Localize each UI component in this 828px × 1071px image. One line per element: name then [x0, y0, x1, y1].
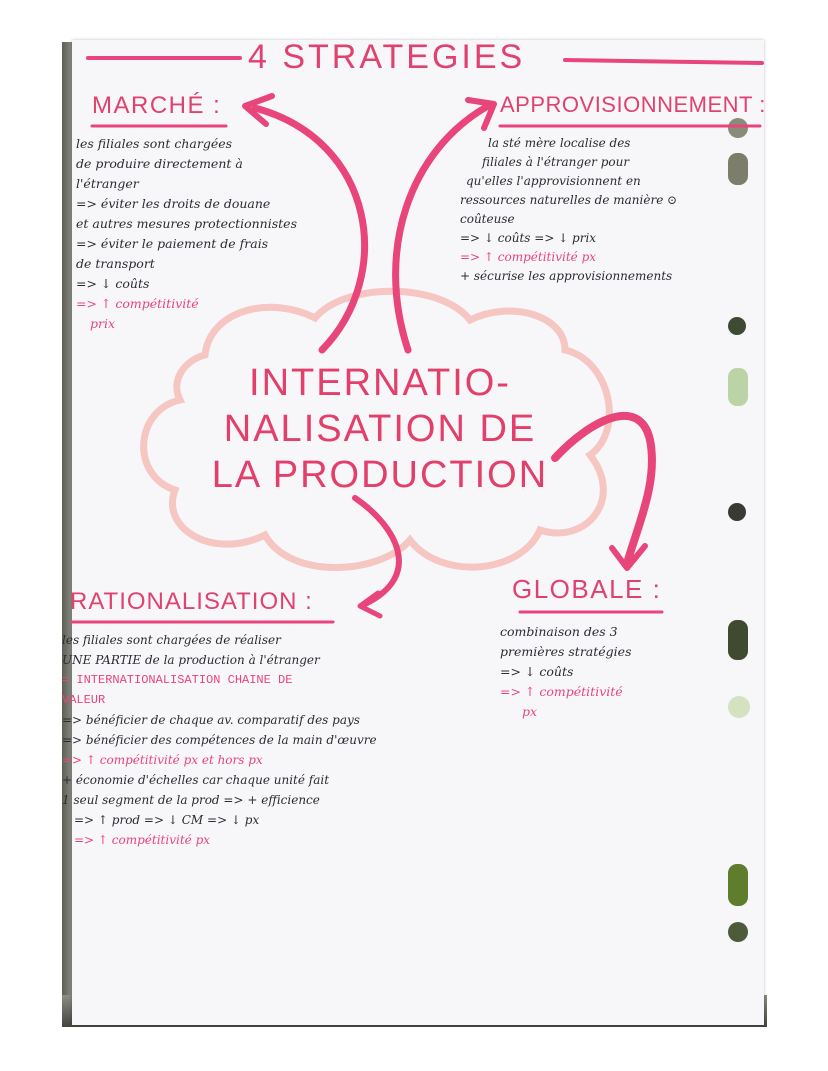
page-title: 4 STRATEGIES [248, 38, 526, 76]
note-highlight: = INTERNATIONALISATION CHAINE DE [62, 673, 293, 687]
note-line: coûteuse [460, 212, 515, 226]
note-line: premières stratégies [500, 644, 632, 659]
binder-hole [728, 696, 750, 718]
note-line: => bénéficier des compétences de la main… [62, 733, 377, 747]
binder-hole [728, 153, 748, 185]
note-line: UNE PARTIE de la production à l'étranger [62, 653, 320, 667]
binder-hole [728, 620, 748, 660]
note-highlight: => ↑ compétitivité [500, 684, 623, 699]
central-topic-line: LA PRODUCTION [211, 454, 549, 496]
rationalisation-notes: les filiales sont chargées de réaliser U… [62, 630, 377, 850]
note-line: => ↑ prod => ↓ CM => ↓ px [74, 813, 260, 827]
note-line: et autres mesures protectionnistes [76, 216, 297, 231]
binder-hole [728, 368, 748, 406]
note-line: => ↓ coûts => ↓ prix [460, 231, 597, 245]
binder-hole [728, 118, 748, 138]
note-line: => ↓ coûts [76, 276, 150, 291]
globale-notes: combinaison des 3 premières stratégies =… [500, 622, 631, 722]
globale-heading: GLOBALE : [512, 574, 662, 604]
note-line: de produire directement à [76, 156, 243, 171]
approvisionnement-heading: APPROVISIONNEMENT : [500, 92, 766, 117]
note-line: qu'elles l'approvisionnent en [466, 174, 641, 188]
note-highlight: VALEUR [62, 693, 106, 707]
note-line: combinaison des 3 [500, 624, 618, 639]
binder-hole [728, 864, 748, 906]
central-topic-line: INTERNATIO- [249, 362, 511, 404]
binder-hole [728, 922, 748, 942]
note-highlight: => ↑ compétitivité [76, 296, 199, 311]
note-line: + sécurise les approvisionnements [460, 269, 673, 283]
note-highlight: prix [90, 316, 116, 331]
central-topic: INTERNATIO- NALISATION DE LA PRODUCTION [170, 360, 590, 498]
note-line: => bénéficier de chaque av. comparatif d… [62, 713, 360, 727]
note-highlight: => ↑ compétitivité px et hors px [62, 753, 263, 767]
note-line: de transport [76, 256, 155, 271]
note-line: filiales à l'étranger pour [482, 155, 630, 169]
approvisionnement-notes: la sté mère localise des filiales à l'ét… [460, 134, 677, 286]
binder-hole [728, 503, 746, 521]
note-line: => éviter les droits de douane [76, 196, 271, 211]
marche-notes: les filiales sont chargées de produire d… [76, 134, 297, 334]
note-line: => éviter le paiement de frais [76, 236, 269, 251]
central-topic-line: NALISATION DE [223, 408, 537, 450]
rationalisation-heading: RATIONALISATION : [70, 588, 313, 615]
cloud-shape [140, 287, 613, 571]
note-line: l'étranger [76, 176, 139, 191]
note-line: ressources naturelles de manière ⊙ [460, 193, 678, 207]
binder-hole [728, 317, 746, 335]
note-line: 1 seul segment de la prod => + efficienc… [62, 793, 320, 807]
note-line: les filiales sont chargées [76, 136, 233, 151]
note-highlight: => ↑ compétitivité px [460, 250, 597, 264]
marche-heading: MARCHÉ : [92, 92, 222, 119]
note-highlight: => ↑ compétitivité px [74, 833, 211, 847]
note-line: les filiales sont chargées de réaliser [62, 633, 281, 647]
note-line: => ↓ coûts [500, 664, 574, 679]
note-highlight: px [522, 704, 538, 719]
note-line: la sté mère localise des [488, 136, 631, 150]
note-line: + économie d'échelles car chaque unité f… [62, 773, 330, 787]
